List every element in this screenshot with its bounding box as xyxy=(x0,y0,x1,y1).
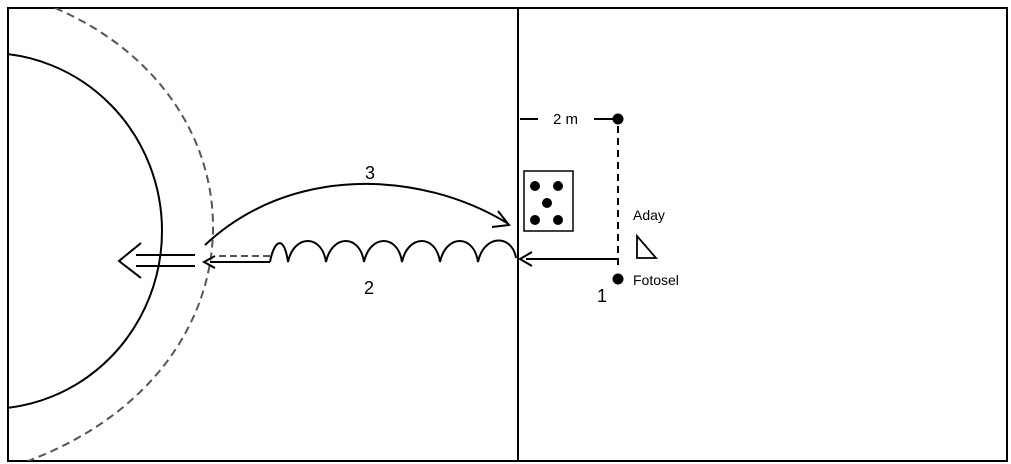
shot-double-arrow-icon xyxy=(117,242,195,279)
pass-arc-path xyxy=(204,182,508,246)
right-triangle-icon xyxy=(636,233,658,259)
dice-five-icon xyxy=(523,170,574,232)
pass-arc-arrowhead xyxy=(491,210,511,228)
distance-label: 2 m xyxy=(553,111,578,128)
candidate-label: Aday xyxy=(633,207,665,223)
goal-area-solid-arc xyxy=(8,53,163,409)
photocell-label: Fotosel xyxy=(633,272,679,288)
dribble-arrowhead xyxy=(201,255,216,269)
photocell-dot-icon xyxy=(612,273,624,285)
step-1-label: 1 xyxy=(597,286,607,306)
step-3-label: 3 xyxy=(365,163,375,183)
step-2-label: 2 xyxy=(364,278,374,298)
start-dot-icon xyxy=(612,113,624,125)
dribble-loops-path xyxy=(269,239,517,263)
court-border xyxy=(7,7,1008,462)
run-to-center-arrowhead xyxy=(518,251,533,267)
free-throw-dashed-arc xyxy=(27,8,214,461)
